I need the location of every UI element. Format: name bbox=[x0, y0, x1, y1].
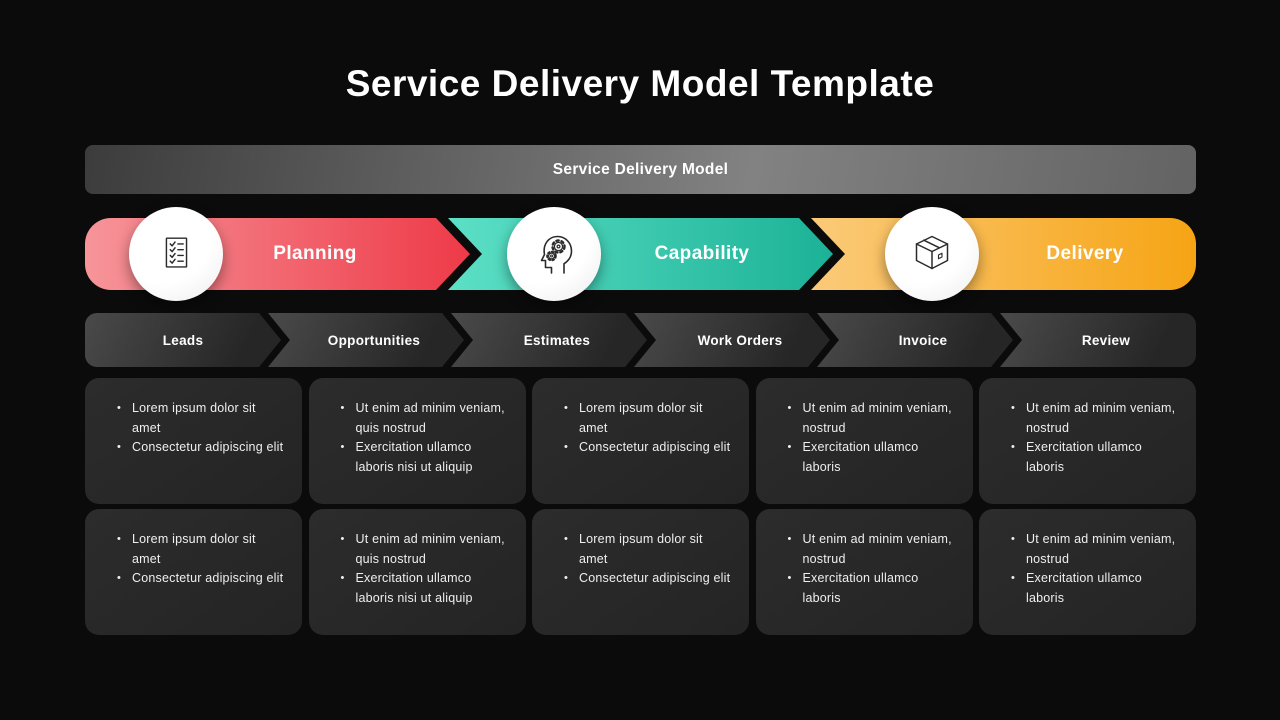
bullet-item: Exercitation ullamco laboris nisi ut ali… bbox=[339, 438, 508, 477]
detail-cards: Lorem ipsum dolor sit amet Consectetur a… bbox=[85, 378, 1196, 635]
stage-arrows: Planning Capability Delivery bbox=[85, 207, 1196, 301]
model-banner-label: Service Delivery Model bbox=[552, 160, 729, 178]
model-banner: Service Delivery Model bbox=[85, 145, 1196, 194]
step-work-orders: Work Orders bbox=[634, 313, 830, 367]
bullet-item: Exercitation ullamco laboris bbox=[786, 438, 955, 477]
card-estimates-2: Lorem ipsum dolor sit amet Consectetur a… bbox=[532, 509, 749, 635]
bullet-item: Consectetur adipiscing elit bbox=[115, 569, 284, 589]
step-chevrons: Leads Opportunities Estimates Work Order… bbox=[85, 313, 1196, 367]
package-icon bbox=[908, 230, 956, 278]
card-work-orders-2: Ut enim ad minim veniam, nostrud Exercit… bbox=[755, 509, 973, 635]
bullet-item: Lorem ipsum dolor sit amet bbox=[562, 399, 731, 438]
card-leads-1: Lorem ipsum dolor sit amet Consectetur a… bbox=[85, 378, 302, 504]
card-invoice-review-1: Ut enim ad minim veniam, nostrud Exercit… bbox=[979, 378, 1196, 504]
stage-label-delivery: Delivery bbox=[1046, 243, 1124, 264]
bullet-item: Ut enim ad minim veniam, nostrud bbox=[1009, 399, 1178, 438]
card-work-orders-1: Ut enim ad minim veniam, nostrud Exercit… bbox=[755, 378, 973, 504]
card-invoice-review-2: Ut enim ad minim veniam, nostrud Exercit… bbox=[979, 509, 1196, 635]
bullet-item: Consectetur adipiscing elit bbox=[562, 569, 731, 589]
bullet-item: Ut enim ad minim veniam, nostrud bbox=[786, 399, 955, 438]
step-estimates: Estimates bbox=[451, 313, 647, 367]
bullet-item: Exercitation ullamco laboris nisi ut ali… bbox=[339, 569, 508, 608]
bullet-item: Ut enim ad minim veniam, quis nostrud bbox=[339, 399, 508, 438]
head-gears-icon bbox=[530, 230, 578, 278]
bullet-item: Consectetur adipiscing elit bbox=[115, 438, 284, 458]
page-title: Service Delivery Model Template bbox=[345, 63, 935, 104]
step-review: Review bbox=[1000, 313, 1196, 367]
bullet-item: Lorem ipsum dolor sit amet bbox=[115, 530, 284, 569]
bullet-item: Ut enim ad minim veniam, quis nostrud bbox=[339, 530, 508, 569]
stage-arrow-2 bbox=[811, 218, 1196, 290]
step-invoice: Invoice bbox=[817, 313, 1013, 367]
card-estimates-1: Lorem ipsum dolor sit amet Consectetur a… bbox=[532, 378, 749, 504]
bullet-item: Exercitation ullamco laboris bbox=[786, 569, 955, 608]
stage-badge-capability bbox=[507, 207, 601, 301]
bullet-item: Lorem ipsum dolor sit amet bbox=[115, 399, 284, 438]
bullet-item: Exercitation ullamco laboris bbox=[1009, 569, 1178, 608]
stage-badge-planning bbox=[129, 207, 223, 301]
bullet-item: Consectetur adipiscing elit bbox=[562, 438, 731, 458]
checklist-icon bbox=[153, 231, 199, 277]
bullet-item: Ut enim ad minim veniam, nostrud bbox=[786, 530, 955, 569]
step-opportunities: Opportunities bbox=[268, 313, 464, 367]
bullet-item: Ut enim ad minim veniam, nostrud bbox=[1009, 530, 1178, 569]
stage-label-planning: Planning bbox=[273, 243, 357, 264]
card-leads-2: Lorem ipsum dolor sit amet Consectetur a… bbox=[85, 509, 302, 635]
step-leads: Leads bbox=[85, 313, 281, 367]
stage-badge-delivery bbox=[885, 207, 979, 301]
slide-content: Service Delivery Model Planning Capabili… bbox=[85, 0, 1196, 720]
bullet-item: Exercitation ullamco laboris bbox=[1009, 438, 1178, 477]
stage-label-capability: Capability bbox=[654, 243, 750, 264]
card-opportunities-1: Ut enim ad minim veniam, quis nostrud Ex… bbox=[308, 378, 526, 504]
card-opportunities-2: Ut enim ad minim veniam, quis nostrud Ex… bbox=[308, 509, 526, 635]
bullet-item: Lorem ipsum dolor sit amet bbox=[562, 530, 731, 569]
